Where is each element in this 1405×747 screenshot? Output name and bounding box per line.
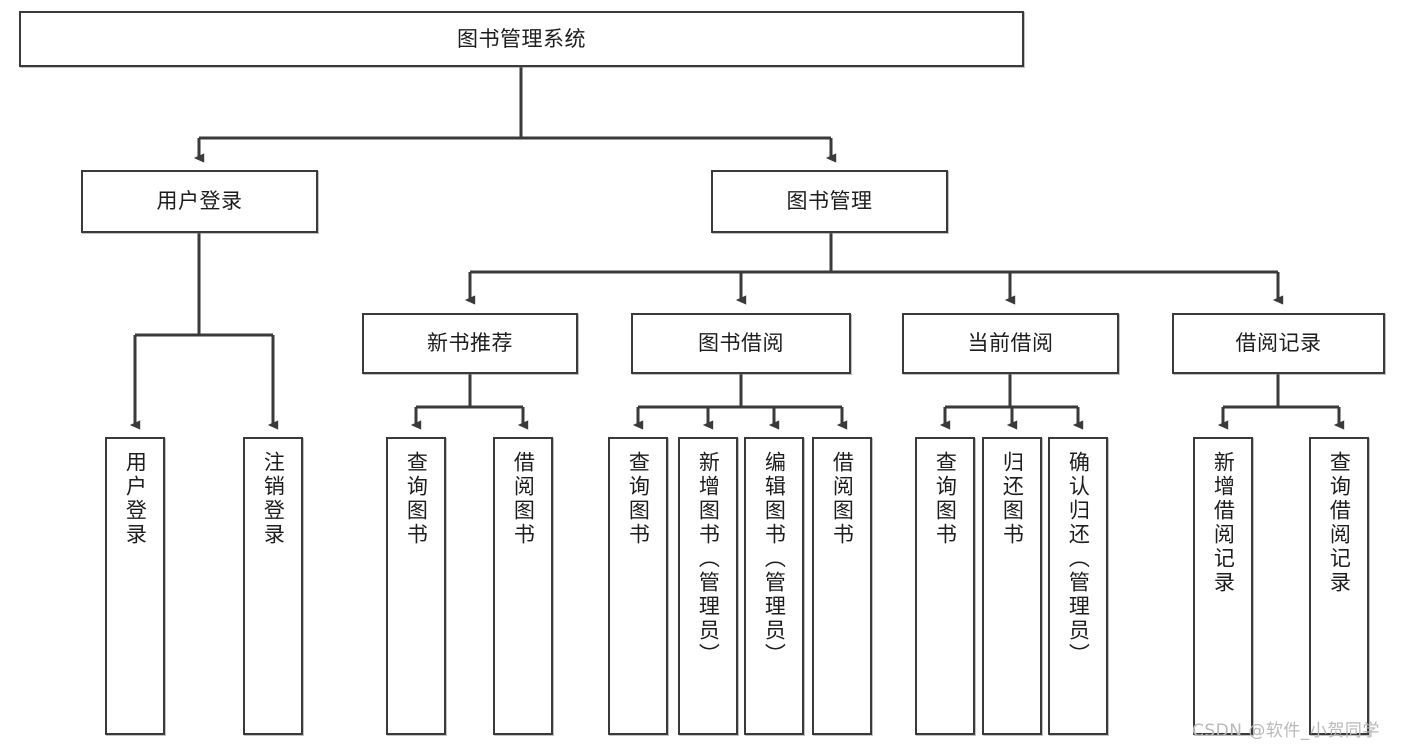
node-leaf-query-book-borrow[interactable]: 查询图书	[608, 437, 668, 735]
node-borrow-record[interactable]: 借阅记录	[1172, 313, 1385, 374]
node-label: 借阅记录	[1235, 331, 1322, 356]
node-label: 查询图书	[626, 451, 651, 547]
node-book-management-system[interactable]: 图书管理系统	[19, 11, 1024, 67]
node-label: 图书借阅	[698, 331, 784, 356]
node-book-management[interactable]: 图书管理	[711, 170, 948, 233]
node-leaf-add-book-admin[interactable]: 新增图书（管理员）	[678, 437, 738, 735]
node-label: 查询图书	[404, 451, 429, 547]
node-book-borrow[interactable]: 图书借阅	[631, 313, 851, 374]
node-leaf-borrow-book[interactable]: 借阅图书	[812, 437, 872, 735]
node-leaf-add-borrow-record[interactable]: 新增借阅记录	[1193, 437, 1253, 735]
node-label: 当前借阅	[967, 331, 1054, 356]
node-current-borrow[interactable]: 当前借阅	[902, 313, 1119, 374]
node-label: 新书推荐	[427, 331, 513, 356]
node-leaf-confirm-return-admin[interactable]: 确认归还（管理员）	[1048, 437, 1108, 735]
node-leaf-user-login[interactable]: 用户登录	[105, 437, 165, 735]
node-label: 用户登录	[123, 451, 148, 547]
node-leaf-return-book[interactable]: 归还图书	[982, 437, 1042, 735]
node-label: 借阅图书	[830, 451, 855, 547]
node-leaf-edit-book-admin[interactable]: 编辑图书（管理员）	[744, 437, 804, 735]
node-leaf-logout[interactable]: 注销登录	[243, 437, 303, 735]
node-label: 新增借阅记录	[1211, 451, 1236, 595]
node-new-book-recommend[interactable]: 新书推荐	[362, 313, 578, 374]
node-label: 查询借阅记录	[1327, 451, 1352, 595]
node-label: 借阅图书	[511, 451, 536, 547]
node-label: 图书管理	[786, 189, 873, 214]
node-label: 查询图书	[933, 451, 958, 547]
node-leaf-query-borrow-record[interactable]: 查询借阅记录	[1309, 437, 1369, 735]
node-label: 编辑图书（管理员）	[762, 451, 787, 667]
node-label: 图书管理系统	[457, 26, 586, 51]
node-user-login[interactable]: 用户登录	[81, 170, 318, 233]
node-leaf-query-book-current[interactable]: 查询图书	[915, 437, 975, 735]
node-label: 确认归还（管理员）	[1066, 451, 1091, 667]
node-label: 归还图书	[1000, 451, 1025, 547]
node-label: 用户登录	[156, 189, 243, 214]
node-label: 注销登录	[261, 451, 286, 547]
node-leaf-borrow-book-recommend[interactable]: 借阅图书	[493, 437, 553, 735]
node-label: 新增图书（管理员）	[696, 451, 721, 667]
node-leaf-query-book-recommend[interactable]: 查询图书	[386, 437, 446, 735]
